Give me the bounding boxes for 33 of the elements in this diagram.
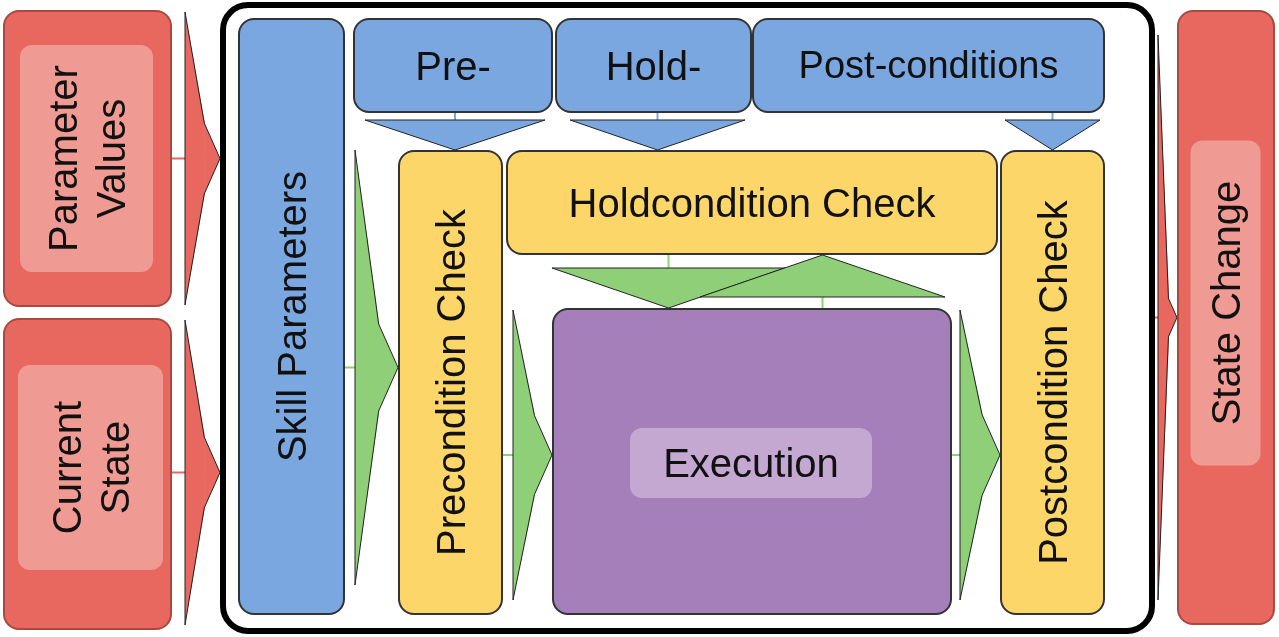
- node-label: Pre-: [414, 42, 492, 90]
- condition-box: [353, 18, 553, 113]
- node-label: Precondition Check: [427, 208, 474, 558]
- check-box: [1000, 150, 1105, 615]
- skill-frame: [220, 2, 1155, 634]
- execution-box: [552, 308, 952, 615]
- arrow: [502, 310, 553, 600]
- arrow: [951, 310, 1001, 600]
- arrow: [171, 320, 221, 625]
- node-label: Post-conditions: [797, 42, 1060, 88]
- check-box: [506, 150, 998, 255]
- node-label: Skill Parameters: [268, 169, 315, 465]
- node-label: Execution: [630, 428, 872, 498]
- arrow: [364, 112, 546, 151]
- arrow: [569, 112, 746, 151]
- check-box: [398, 150, 503, 615]
- arrow: [344, 150, 399, 585]
- node-label: Holdcondition Check: [567, 179, 937, 227]
- node-label: Hold-: [604, 42, 703, 90]
- input-box: [3, 318, 172, 630]
- arrow: [699, 254, 946, 309]
- node-label: Current State: [18, 365, 163, 570]
- node-label: Parameter Values: [20, 45, 153, 272]
- arrow: [171, 12, 221, 305]
- node-label: Postcondition Check: [1029, 199, 1076, 567]
- arrow: [1004, 112, 1101, 151]
- arrow: [1154, 35, 1178, 600]
- parameter-box: [238, 18, 345, 615]
- input-box: [3, 10, 172, 307]
- condition-box: [752, 18, 1105, 113]
- condition-box: [555, 18, 752, 113]
- node-label: State Change: [1190, 140, 1260, 465]
- output-box: [1177, 10, 1275, 625]
